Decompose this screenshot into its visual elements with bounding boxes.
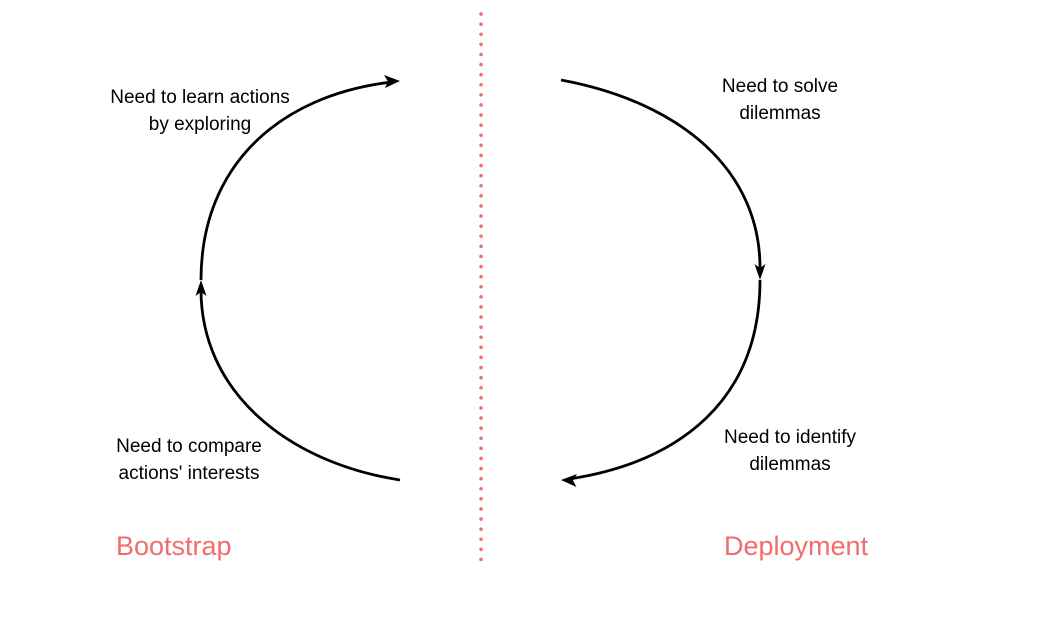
label-compare-actions-line1: Need to compare (116, 436, 262, 457)
label-learn-actions-line1: Need to learn actions (110, 87, 290, 108)
arrow-compare-to-explore (199, 287, 401, 482)
phase-deployment: Deployment (724, 531, 869, 561)
label-identify-dilemmas-line1: Need to identify (723, 427, 857, 448)
label-learn-actions-line2: by exploring (148, 114, 252, 135)
arrowhead-up (195, 280, 207, 296)
label-learn-actions: Need to learn actions by exploring (80, 84, 320, 138)
label-solve-dilemmas-line2: dilemmas (739, 103, 821, 124)
label-compare-actions-line2: actions' interests (118, 463, 260, 484)
label-solve-dilemmas-line1: Need to solve (721, 76, 839, 97)
arrowhead-left (561, 474, 577, 487)
arrow-solve-to-identify (560, 78, 762, 273)
label-solve-dilemmas: Need to solve dilemmas (690, 73, 870, 127)
label-compare-actions: Need to compare actions' interests (89, 433, 289, 487)
arrowhead-right (384, 75, 400, 88)
arrow-explore-to-bootstrap-end (199, 80, 393, 281)
arrow-identify-to-deployment-end (568, 279, 762, 481)
phase-bootstrap: Bootstrap (116, 531, 232, 561)
arrowhead-down (754, 264, 766, 280)
label-identify-dilemmas-line2: dilemmas (749, 454, 831, 475)
label-identify-dilemmas: Need to identify dilemmas (700, 424, 880, 478)
